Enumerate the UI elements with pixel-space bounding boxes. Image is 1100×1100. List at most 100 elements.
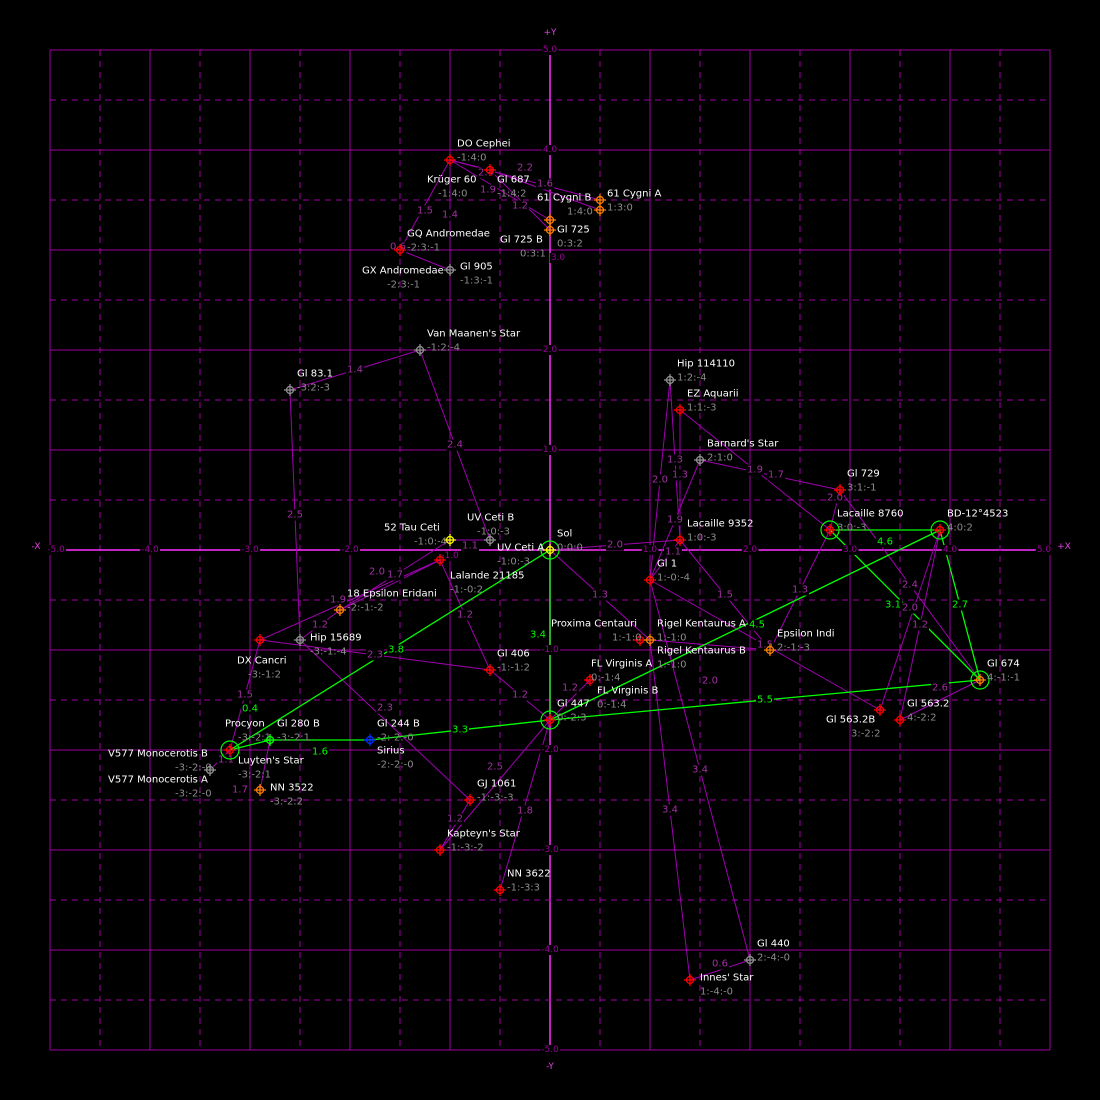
link-line (259, 559, 441, 641)
star-marker[interactable] (540, 710, 560, 730)
star-marker[interactable] (484, 164, 496, 176)
y-tick-label: 2.0 (543, 345, 558, 355)
star-marker[interactable] (674, 534, 686, 546)
star-name: DX Cancri (237, 656, 287, 667)
star-marker[interactable] (444, 264, 456, 276)
distance-label: 3.4 (662, 805, 678, 816)
star-coord: 1:-1:0 (657, 633, 686, 644)
star-coord: -2:3:-1 (387, 280, 420, 291)
star-marker[interactable] (464, 794, 476, 806)
jump-ring-icon (930, 520, 950, 540)
star-marker[interactable] (334, 604, 346, 616)
distance-label: 1.9 (480, 185, 496, 196)
jump-ring-icon (970, 670, 990, 690)
distance-label: 1.6 (312, 747, 328, 758)
x-tick-label: -4.0 (141, 545, 159, 555)
star-marker[interactable] (364, 734, 376, 746)
star-name: V577 Monocerotis B (108, 749, 208, 760)
star-coord: -2:-2:-0 (377, 733, 414, 744)
star-marker[interactable] (540, 540, 560, 560)
star-name: Gl 406 (497, 649, 530, 660)
distance-label: 1.8 (517, 806, 533, 817)
star-coord: -3:-2:1 (238, 733, 271, 744)
star-marker[interactable] (694, 454, 706, 466)
distance-label: 1.9 (747, 465, 763, 476)
star-marker[interactable] (664, 374, 676, 386)
distance-label: 1.9 (330, 595, 346, 606)
star-name: 61 Cygni A (607, 189, 661, 200)
link-line (899, 679, 981, 721)
star-marker[interactable] (930, 520, 950, 540)
star-name: Gl 563.2 (907, 699, 949, 710)
x-tick-label: 3.0 (843, 545, 858, 555)
star-marker[interactable] (444, 154, 456, 166)
star-marker[interactable] (254, 634, 266, 646)
distance-label: 2.0 (902, 603, 918, 614)
x-tick-label: -5.0 (47, 545, 65, 555)
star-name: Procyon (225, 719, 265, 730)
star-coord: 1:0:-3 (687, 533, 716, 544)
y-tick-label: 4.0 (543, 145, 558, 155)
distance-label: 2.3 (367, 650, 383, 661)
star-marker[interactable] (874, 704, 886, 716)
star-name: Van Maanen's Star (427, 329, 521, 340)
star-marker[interactable] (584, 674, 596, 686)
star-marker[interactable] (204, 764, 216, 776)
y-tick-label: 5.0 (543, 45, 558, 55)
star-coord: -2:-2:-0 (377, 760, 414, 771)
distance-label: 1.5 (717, 590, 733, 601)
star-coord: -1:0:-4 (414, 537, 447, 548)
star-marker[interactable] (834, 484, 846, 496)
star-marker[interactable] (644, 634, 656, 646)
star-coord: -1:-3:3 (507, 883, 540, 894)
distance-label: 4.5 (749, 620, 765, 631)
star-marker[interactable] (434, 844, 446, 856)
star-marker[interactable] (294, 634, 306, 646)
star-name: DO Cephei (457, 139, 511, 150)
star-coord: -3:-2:-0 (175, 789, 212, 800)
star-marker[interactable] (970, 670, 990, 690)
star-coord: -3:-1:2 (248, 670, 281, 681)
star-coord: -1:4:0 (438, 189, 467, 200)
star-marker[interactable] (444, 534, 456, 546)
distance-label: 2.0 (369, 567, 385, 578)
star-marker[interactable] (764, 644, 776, 656)
star-marker[interactable] (594, 204, 606, 216)
star-coord: -1:-3:-3 (477, 793, 514, 804)
star-marker[interactable] (684, 974, 696, 986)
star-name: Lalande 21185 (450, 571, 524, 582)
jump-ring-icon (540, 540, 560, 560)
star-marker[interactable] (674, 404, 686, 416)
star-name: GQ Andromedae (407, 229, 490, 240)
star-marker[interactable] (220, 740, 240, 760)
star-coord: 0:-2:3 (557, 713, 586, 724)
star-marker[interactable] (484, 534, 496, 546)
star-coord: -1:2:-4 (427, 343, 460, 354)
star-marker[interactable] (894, 714, 906, 726)
star-name: UV Ceti B (467, 513, 514, 524)
y-tick-label: -4.0 (541, 945, 559, 955)
star-name: FL Virginis A (591, 659, 652, 670)
distance-label: 1.3 (672, 470, 688, 481)
star-marker[interactable] (744, 954, 756, 966)
star-marker[interactable] (434, 554, 446, 566)
star-marker[interactable] (484, 664, 496, 676)
star-name: Gl 674 (987, 659, 1020, 670)
star-marker[interactable] (820, 520, 840, 540)
star-marker[interactable] (284, 384, 296, 396)
star-coord: 1:-0:-4 (657, 573, 690, 584)
star-marker[interactable] (264, 734, 276, 746)
star-marker[interactable] (644, 574, 656, 586)
star-name: Gl 1 (657, 559, 677, 570)
star-marker[interactable] (254, 784, 266, 796)
star-name: NN 3622 (507, 869, 551, 880)
star-marker[interactable] (394, 244, 406, 256)
star-marker[interactable] (414, 344, 426, 356)
star-marker[interactable] (544, 224, 556, 236)
distance-label: 2.0 (702, 676, 718, 687)
star-coord: -1:4:2 (497, 189, 526, 200)
star-coord: -1:-1:2 (497, 663, 530, 674)
neg-y-label: -Y (546, 1062, 554, 1072)
star-marker[interactable] (494, 884, 506, 896)
